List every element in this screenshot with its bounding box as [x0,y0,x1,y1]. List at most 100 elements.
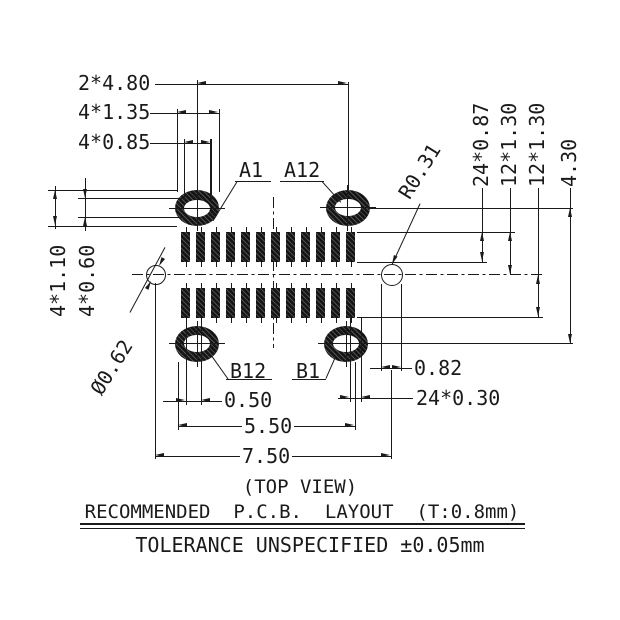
dim-hole-width: 4*0.85 [78,130,151,154]
ext-line [357,261,487,263]
pin [271,232,281,262]
arrow [176,110,186,115]
pad-label-b1: B1 [296,359,321,383]
pin [211,232,221,262]
dim-pad-width: 4*1.35 [78,100,151,124]
dim-line [155,84,348,86]
ext-line [357,232,515,234]
ext-line [48,225,177,227]
dim-row-offset-top: 12*1.30 [497,102,521,187]
dim-hole-height: 4*0.60 [75,244,99,317]
arrow [567,208,572,218]
ext-line [48,190,177,192]
pad-label-b1-leader [325,356,337,379]
pin [196,287,206,318]
arrow [52,216,57,226]
ext-line [357,316,543,318]
ext-line [210,139,212,200]
dim-line [85,178,87,231]
dim-pad-span-h: 2*4.80 [78,71,151,95]
dim-pad-span-v: 4.30 [557,138,581,187]
ext-line [370,208,573,210]
pad-b12-crosshair-v [196,320,198,367]
dim-locating-hole-dia: Ø0.62 [85,335,138,400]
pad-b1-crosshair-v [345,320,347,367]
pad-label-a12: A12 [284,158,321,182]
ext-line [78,216,184,218]
pin [346,232,356,262]
dim-pin-width: 24*0.30 [416,385,501,410]
pin [301,287,311,318]
dim-line [482,188,484,262]
pin [196,232,206,262]
pad-a12-crosshair-v [347,184,349,231]
arrow [360,394,370,399]
pin [301,232,311,262]
pin [241,287,251,318]
dim-corner-radius: R0.31 [393,139,446,204]
arrow [338,81,347,86]
arrow [535,274,540,284]
pin [181,232,191,262]
arrow [381,452,390,457]
dim-edge-offset: 0.82 [414,355,463,380]
arrow [381,364,390,369]
ext-line [347,82,349,190]
arrow [155,452,164,457]
ext-line [178,362,180,430]
pin [271,287,281,318]
ext-line [381,284,383,371]
dim-line [150,143,211,145]
dim-locating-hole-span: 7.50 [240,443,293,468]
arrow [176,397,186,402]
arrow [535,307,540,317]
dim-line [570,188,572,344]
drawing-title: RECOMMENDED P.C.B. LAYOUT (T:0.8mm) [84,501,520,523]
view-label: (TOP VIEW) [242,476,358,498]
dim-row-offset-bottom: 12*1.30 [525,102,549,187]
tolerance-note: TOLERANCE UNSPECIFIED ±0.05mm [135,533,485,557]
ext-line [218,109,220,192]
arrow [567,333,572,343]
ext-line [176,109,178,192]
ext-line [354,362,356,430]
arrow [178,423,187,428]
pad-label-b12-leader [211,355,229,379]
ext-line [360,318,362,402]
arrow [507,232,512,242]
dim-line [55,186,57,229]
ext-line [78,198,184,200]
arrow [507,265,512,274]
ext-line [200,322,202,405]
title-rule-2 [80,527,525,529]
dim-line [163,400,222,402]
pin [256,287,266,318]
title-rule-1 [80,523,525,525]
pin [286,287,296,318]
pin [286,232,296,262]
pin [316,287,326,318]
pin [226,287,236,318]
pin [181,287,191,318]
dim-pin-row-span: 5.50 [242,414,295,438]
dim-line [510,188,512,275]
ext-line [368,343,573,345]
arrow [82,188,87,198]
dim-pin-length: 24*0.87 [469,102,493,187]
arrow [82,216,87,226]
arrow [52,190,57,199]
ext-line [401,284,403,371]
pin [226,232,236,262]
pad-label-a12-underline [280,180,324,182]
pad-label-a1-underline [235,180,271,182]
pad-label-b12: B12 [230,359,267,383]
pin [331,287,341,318]
pin [331,232,341,262]
arrow [209,110,218,115]
dim-line [370,367,412,369]
pin [316,232,326,262]
locating-hole-right [380,264,403,286]
pin [211,287,221,318]
pin [256,232,266,262]
